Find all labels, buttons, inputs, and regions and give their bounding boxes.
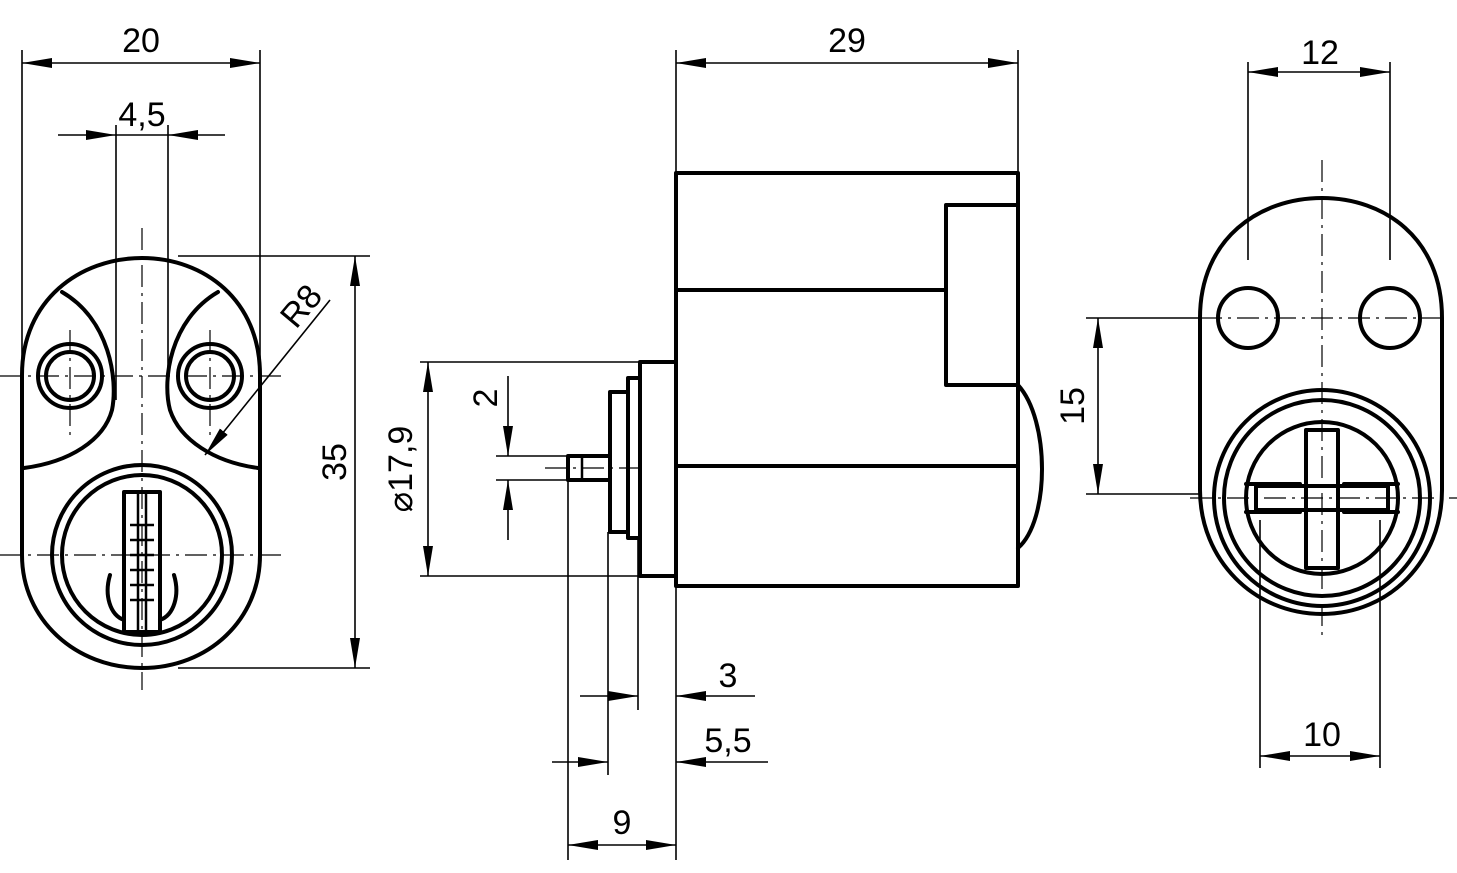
side-dim-2-label: 2 bbox=[467, 389, 505, 408]
side-flange-plate bbox=[608, 390, 630, 534]
side-dim-3-label: 3 bbox=[719, 657, 738, 695]
side-view: 29 ⌀17,9 2 3 5,5 9 bbox=[382, 22, 1044, 860]
side-body bbox=[674, 171, 1020, 588]
rear-cam-segments bbox=[1244, 482, 1400, 514]
rear-view: 12 15 10 bbox=[1054, 34, 1457, 768]
rear-dim-10-label: 10 bbox=[1303, 716, 1341, 754]
side-dim-9-label: 9 bbox=[613, 804, 632, 842]
front-leader-r8 bbox=[204, 299, 331, 456]
front-dim-35-label: 35 bbox=[316, 443, 354, 481]
front-dim-r8-label: R8 bbox=[273, 277, 330, 335]
front-view: 20 4,5 R8 35 bbox=[0, 22, 370, 690]
rear-dim-15-label: 15 bbox=[1054, 387, 1092, 425]
rear-dim-12-label: 12 bbox=[1301, 34, 1339, 72]
side-flange bbox=[638, 360, 678, 578]
side-dim-29-label: 29 bbox=[828, 22, 866, 60]
rear-outline bbox=[1198, 196, 1444, 616]
side-cam-notch bbox=[944, 203, 1020, 387]
side-dome bbox=[1016, 383, 1044, 550]
front-key-bow bbox=[105, 573, 179, 622]
side-dim-55-label: 5,5 bbox=[704, 722, 751, 760]
front-dim-45-label: 4,5 bbox=[118, 96, 165, 134]
front-outline bbox=[20, 256, 262, 670]
side-dim-dia-label: ⌀17,9 bbox=[382, 426, 420, 513]
front-left-ear-arc bbox=[22, 290, 116, 470]
front-dim-20-label: 20 bbox=[122, 22, 160, 60]
front-right-ear-arc bbox=[165, 290, 260, 470]
